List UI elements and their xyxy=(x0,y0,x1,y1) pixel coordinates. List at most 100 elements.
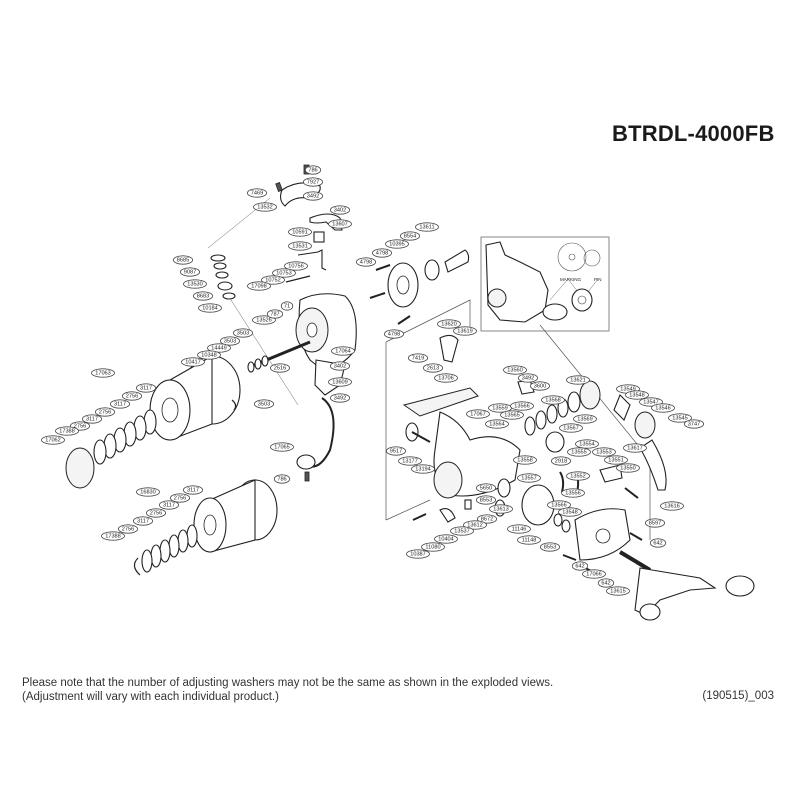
part-label-8672: 8672 xyxy=(476,514,497,524)
svg-text:71: 71 xyxy=(284,303,290,309)
svg-text:3117: 3117 xyxy=(137,518,149,524)
part-label-7419: 7419 xyxy=(407,353,428,363)
svg-text:7469: 7469 xyxy=(251,190,263,196)
part-label-8554: 8554 xyxy=(399,231,420,241)
screw-4798a xyxy=(369,292,386,299)
part-label-13548: 13548 xyxy=(558,507,582,517)
svg-text:17062: 17062 xyxy=(45,437,61,443)
part-label-13620: 13620 xyxy=(437,319,461,329)
svg-text:10591: 10591 xyxy=(292,229,308,235)
part-label-13567: 13567 xyxy=(559,423,583,433)
part-label-13556: 13556 xyxy=(561,488,585,498)
part-label-14449: 14449 xyxy=(207,343,231,353)
drive-gear-inset xyxy=(542,303,568,321)
svg-text:13556: 13556 xyxy=(565,490,581,496)
bail-wire-spring xyxy=(297,249,327,271)
svg-text:8672: 8672 xyxy=(481,516,493,522)
svg-text:13545: 13545 xyxy=(672,415,688,421)
svg-text:8683: 8683 xyxy=(197,293,209,299)
svg-text:13530: 13530 xyxy=(187,281,203,287)
handle-arm xyxy=(634,567,717,616)
svg-text:8554: 8554 xyxy=(404,233,416,239)
svg-text:3117: 3117 xyxy=(114,401,126,407)
svg-text:10752: 10752 xyxy=(265,277,281,283)
part-label-13558: 13558 xyxy=(513,455,537,465)
svg-text:3503: 3503 xyxy=(224,338,236,344)
part-label-8553: 8553 xyxy=(540,542,561,552)
svg-text:13620: 13620 xyxy=(441,321,457,327)
svg-text:10387: 10387 xyxy=(410,551,426,557)
part-label-642: 642 xyxy=(597,578,615,588)
part-label-17064: 17064 xyxy=(331,346,355,356)
svg-text:13548: 13548 xyxy=(629,392,645,398)
part-label-13532: 13532 xyxy=(253,202,277,212)
svg-text:13560: 13560 xyxy=(507,367,523,373)
part-label-13607: 13607 xyxy=(328,219,352,229)
svg-text:642: 642 xyxy=(601,580,610,586)
svg-text:13553: 13553 xyxy=(596,449,612,455)
part-label-10752: 10752 xyxy=(261,275,285,285)
svg-text:17066: 17066 xyxy=(586,571,602,577)
part-label-2756: 2756 xyxy=(145,508,166,518)
svg-text:3117: 3117 xyxy=(140,385,152,391)
svg-text:3492: 3492 xyxy=(522,375,534,381)
svg-text:10348: 10348 xyxy=(201,352,217,358)
part-label-13560: 13560 xyxy=(503,365,527,375)
svg-text:2756: 2756 xyxy=(174,495,186,501)
spool-lower xyxy=(133,479,278,576)
part-label-10395: 10395 xyxy=(385,239,409,249)
part-label-13194: 13194 xyxy=(411,464,435,474)
part-label-3503: 3503 xyxy=(232,328,253,338)
part-label-13616: 13616 xyxy=(660,501,684,511)
svg-text:13551: 13551 xyxy=(608,457,624,463)
svg-text:2918: 2918 xyxy=(555,458,567,464)
part-label-13546: 13546 xyxy=(651,403,675,413)
svg-text:13532: 13532 xyxy=(257,204,273,210)
part-label-9517: 9517 xyxy=(385,446,406,456)
part-label-10404: 10404 xyxy=(434,534,458,544)
part-label-2918: 2918 xyxy=(551,456,572,466)
part-label-13554: 13554 xyxy=(575,439,599,449)
part-label-17067: 17067 xyxy=(466,409,490,419)
gear-13554 xyxy=(545,431,565,453)
part-label-17063: 17063 xyxy=(91,368,115,378)
svg-text:17098: 17098 xyxy=(251,283,267,289)
part-label-5650: 5650 xyxy=(475,483,496,493)
svg-text:3600: 3600 xyxy=(534,383,546,389)
bearing-inset xyxy=(487,288,507,308)
svg-text:3492: 3492 xyxy=(307,193,319,199)
part-label-13621: 13621 xyxy=(566,375,590,385)
part-label-10417: 10417 xyxy=(181,357,205,367)
svg-text:8597: 8597 xyxy=(649,520,661,526)
part-label-787: 787 xyxy=(266,309,284,319)
svg-text:13568: 13568 xyxy=(545,397,561,403)
svg-text:13567: 13567 xyxy=(563,425,579,431)
note-line-1: Please note that the number of adjusting… xyxy=(22,677,554,689)
svg-text:8553: 8553 xyxy=(480,497,492,503)
body-cutaway xyxy=(485,241,549,323)
svg-text:13619: 13619 xyxy=(457,328,473,334)
svg-text:17064: 17064 xyxy=(335,348,351,354)
part-label-13557: 13557 xyxy=(517,473,541,483)
part-label-13566: 13566 xyxy=(510,401,534,411)
svg-text:8685: 8685 xyxy=(177,257,189,263)
handle-lever-13616 xyxy=(639,439,667,491)
part-label-13548: 13548 xyxy=(625,390,649,400)
reel-body xyxy=(402,334,521,499)
svg-text:13547: 13547 xyxy=(643,399,659,405)
svg-text:13177: 13177 xyxy=(402,458,418,464)
svg-text:2516: 2516 xyxy=(274,365,286,371)
part-label-71: 71 xyxy=(280,301,294,311)
svg-text:10395: 10395 xyxy=(389,241,405,247)
svg-text:3117: 3117 xyxy=(86,416,98,422)
part-label-16830: 16830 xyxy=(136,487,160,497)
svg-text:9517: 9517 xyxy=(390,448,402,454)
part-label-2756: 2756 xyxy=(169,493,190,503)
part-label-3117: 3117 xyxy=(158,500,179,510)
line-guide-bracket xyxy=(439,334,459,363)
svg-text:13557: 13557 xyxy=(521,475,537,481)
part-label-10184: 10184 xyxy=(198,303,222,313)
svg-text:13611: 13611 xyxy=(419,224,434,230)
svg-text:786: 786 xyxy=(277,476,286,482)
svg-text:13566: 13566 xyxy=(551,502,567,508)
